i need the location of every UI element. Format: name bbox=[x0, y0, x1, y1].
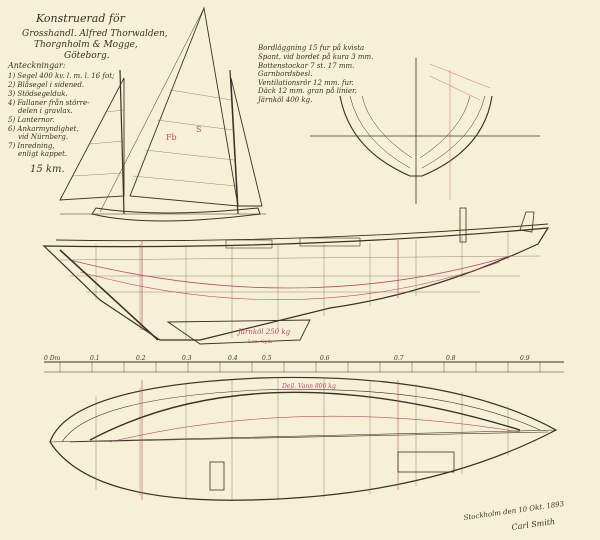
scale-tick-7: 0.7 bbox=[394, 355, 404, 362]
header-line-3: Göteborg. bbox=[64, 51, 110, 61]
sail-number-main: Fb bbox=[166, 133, 177, 142]
note-5: delen i gravlax. bbox=[18, 107, 73, 115]
note-7: 6) Ankarmyndighet, bbox=[8, 125, 79, 133]
scale-note: 15 km. bbox=[30, 164, 65, 175]
scale-tick-1: 0.1 bbox=[90, 355, 100, 362]
sail-number-jib: S bbox=[196, 125, 201, 134]
spec-4: Garnbordsbesl. bbox=[258, 70, 312, 78]
signature-name: Carl Smith bbox=[511, 517, 556, 532]
scale-tick-2: 0.2 bbox=[136, 355, 146, 362]
scale-tick-0: 0 Dm bbox=[44, 355, 61, 362]
mainmast bbox=[229, 69, 239, 215]
note-3: 3) Stödsegelduk. bbox=[8, 90, 68, 98]
deck-plan: Dejl. Vann 800 kg bbox=[49, 376, 558, 501]
keel-sublabel: Lun. Spik bbox=[248, 339, 273, 345]
header-line-2: Thorgnholm & Mogge, bbox=[34, 40, 138, 50]
note-9: 7) Inredning, bbox=[8, 142, 55, 150]
sail-plan-hull bbox=[91, 207, 261, 222]
scale-tick-9: 0.9 bbox=[520, 355, 530, 362]
mainsail bbox=[129, 6, 239, 207]
spec-1: Bordläggning 15 fur på kvista bbox=[257, 43, 364, 52]
spec-2: Spant, vid bordet på kura 3 mm. bbox=[258, 52, 373, 61]
scale-tick-8: 0.8 bbox=[446, 355, 456, 362]
mizzen-sail bbox=[230, 77, 263, 207]
foremast bbox=[119, 69, 125, 215]
keel-label: Järnköl 250 kg bbox=[236, 328, 291, 336]
spec-7: Järnköl 400 kg. bbox=[256, 96, 312, 104]
sail-plan: Fb S bbox=[59, 6, 266, 222]
header-line-1: Grosshandl. Alfred Thorwalden, bbox=[22, 29, 168, 39]
header-title: Konstruerad för bbox=[35, 12, 126, 25]
spec-5: Ventilationsrör 12 mm. fur. bbox=[258, 79, 354, 87]
scale-tick-5: 0.5 bbox=[262, 355, 272, 362]
scale-tick-6: 0.6 bbox=[320, 355, 330, 362]
scale-bar: 0 Dm 0.1 0.2 0.3 0.4 0.5 0.6 0.7 0.8 0.9 bbox=[44, 355, 564, 373]
note-1: 1) Segel 400 kv. l. m. l. 16 fot; bbox=[8, 72, 114, 80]
note-2: 2) Blåsegel i sidened. bbox=[7, 80, 84, 89]
sheer-plan: Järnköl 250 kg Lun. Spik bbox=[42, 207, 550, 345]
spec-3: Bottenstockar 7 st. 17 mm. bbox=[257, 62, 354, 70]
deck-label: Dejl. Vann 800 kg bbox=[281, 383, 336, 390]
scale-tick-3: 0.3 bbox=[182, 355, 192, 362]
scale-tick-4: 0.4 bbox=[228, 355, 238, 362]
note-4: 4) Fallaner från större- bbox=[7, 98, 90, 107]
note-8: vid Nürnberg. bbox=[18, 133, 68, 141]
jib bbox=[59, 77, 125, 201]
notes-heading: Anteckningar: bbox=[7, 61, 66, 70]
note-6: 5) Lanternor. bbox=[8, 116, 55, 124]
spec-6: Däck 12 mm. gran på linier. bbox=[257, 86, 357, 95]
note-10: enligt kappet. bbox=[18, 150, 67, 158]
body-plan bbox=[310, 58, 540, 204]
